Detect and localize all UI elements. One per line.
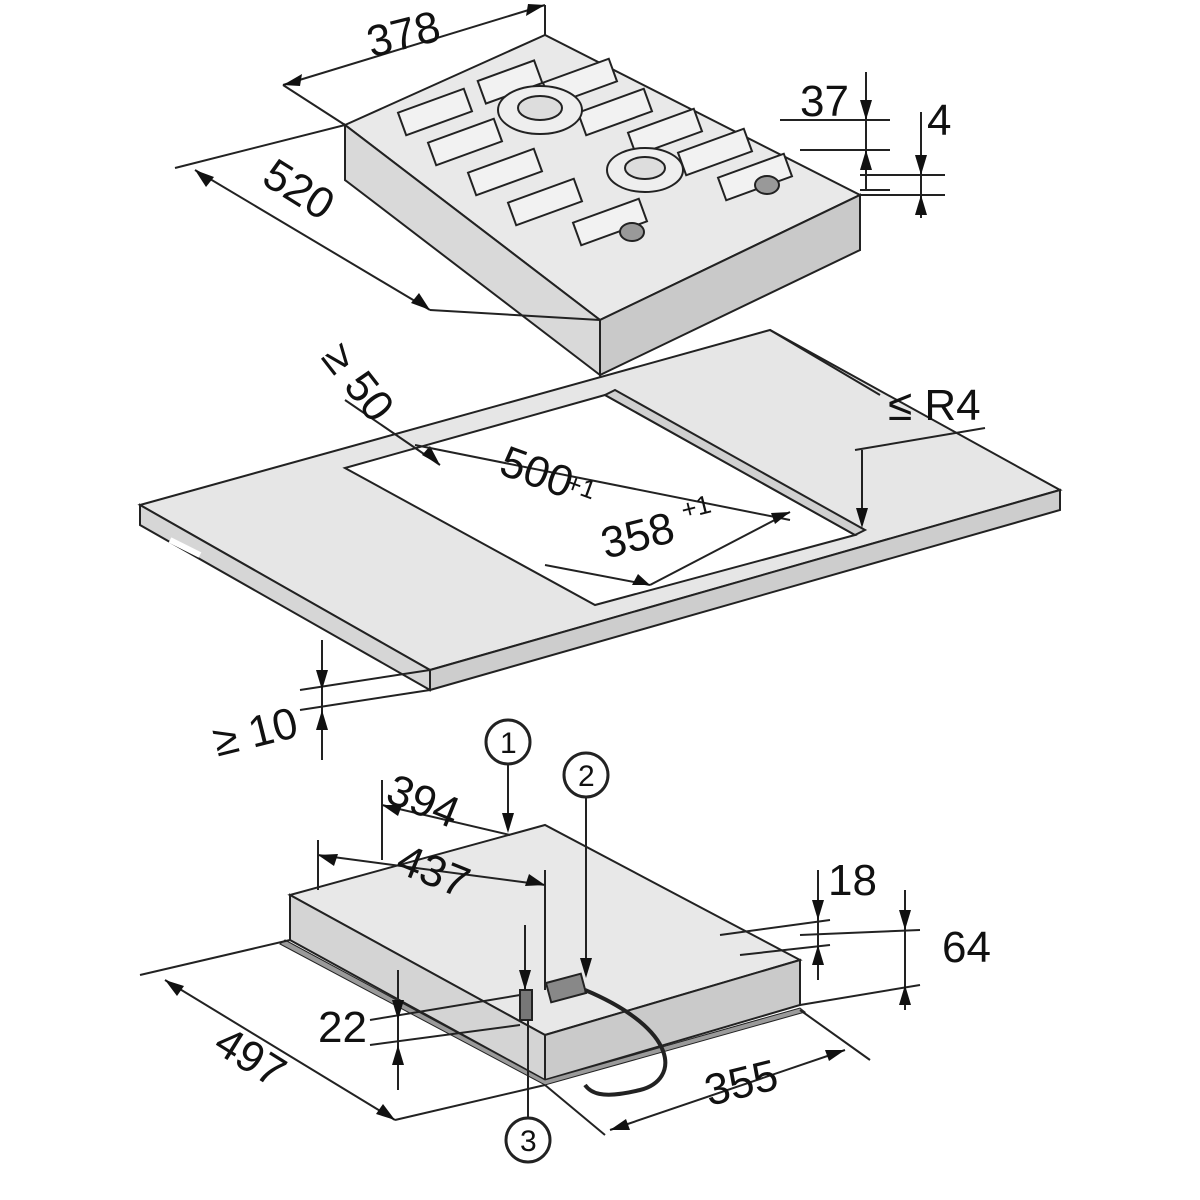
underside-width-a-label: 394 [380,765,466,838]
callout-1-label: 1 [500,727,517,760]
underside-drawing: 1 2 3 394 437 497 18 64 22 355 [139,718,991,1164]
callout-1-circle [484,718,532,766]
cutout-width-tolerance: +1 [678,489,714,525]
underside-height-a-label: 18 [828,856,877,905]
callout-2-label: 2 [578,760,595,793]
hob-depth-label: 520 [255,150,343,230]
hob-height-label: 37 [800,77,849,126]
min-clearance-label: ≥ 10 [208,698,303,766]
callout-2-circle [562,751,610,799]
underside-depth-label: 497 [206,1017,294,1097]
worktop-drawing: ≥ 50 500 +1 358 +1 ≤ R4 ≥ 10 [137,328,1063,766]
underside-offset-label: 22 [318,1003,367,1052]
hob-drawing: 378 520 37 4 [174,2,951,378]
min-front-distance-label: ≥ 50 [312,334,403,431]
corner-radius-label: ≤ R4 [888,381,981,430]
hob-width-label: 378 [362,2,445,67]
underside-rear-width-label: 355 [700,1050,783,1115]
hob-thickness-label: 4 [927,96,951,145]
underside-height-b-label: 64 [942,923,991,972]
callout-3-label: 3 [520,1125,537,1158]
callout-3-circle [504,1116,552,1164]
